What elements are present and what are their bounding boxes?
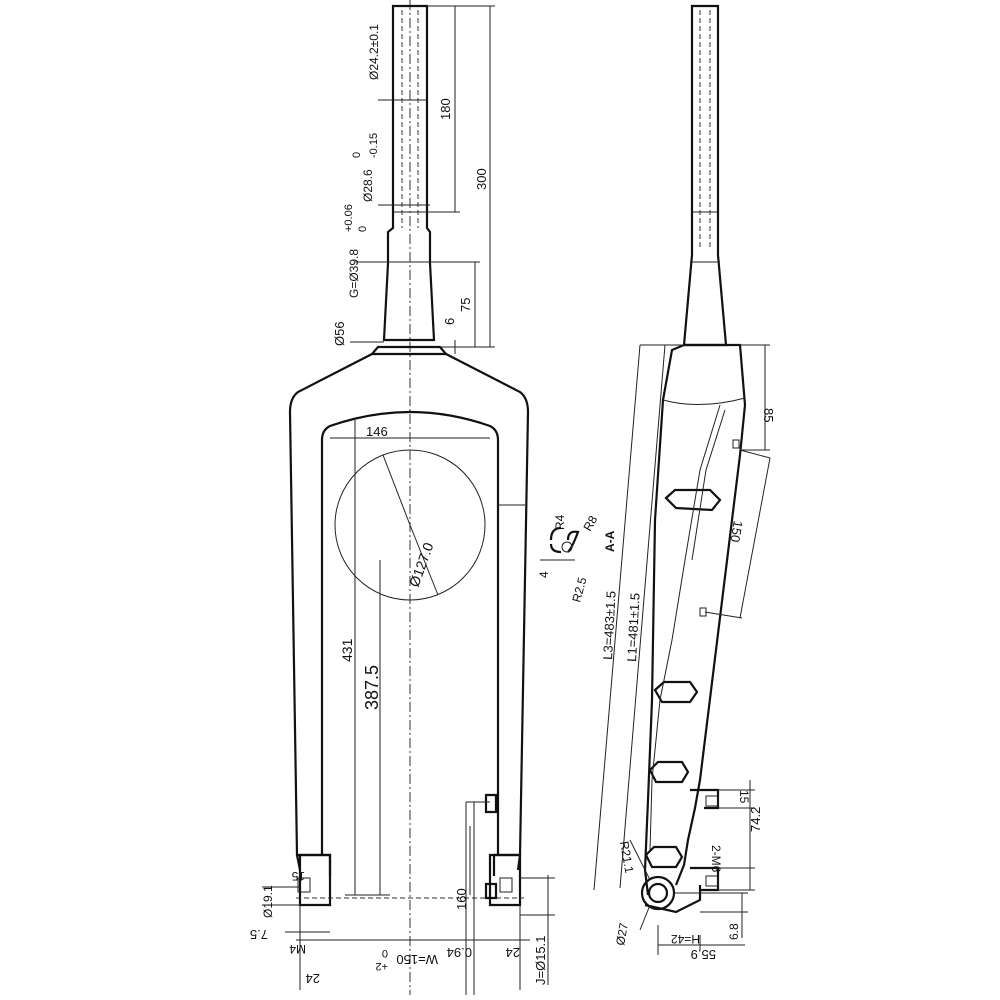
dim-dropout-height: 15 — [291, 869, 305, 883]
dim-steerer-mid-tol-lower: -0.15 — [368, 133, 380, 158]
dim-steerer-top-dia: Ø24.2±0.1 — [367, 24, 381, 80]
dim-taper-len: 75 — [458, 298, 473, 312]
side-cutout-3 — [648, 760, 690, 784]
tire-clearance-circle — [334, 449, 486, 601]
dim-steerer-mid-tol-upper: 0 — [351, 152, 363, 158]
side-cutout-1 — [664, 488, 722, 512]
front-view: Ø24.2±0.1 180 300 Ø28.6 0 -0.15 G=Ø39.8 … — [250, 0, 555, 995]
dim-dropout-depth: 7.5 — [250, 927, 268, 942]
front-steerer-tube — [382, 4, 436, 342]
section-profile — [549, 526, 580, 554]
dim-boss-spacing: 15 — [737, 790, 751, 804]
front-fork-outline — [288, 353, 530, 876]
section-depth: 4 — [537, 571, 551, 578]
dim-axle-dia: J=Ø15.1 — [533, 935, 548, 985]
dim-crown-clearance-width: 146 — [366, 424, 388, 439]
side-dimension-lines — [593, 344, 771, 955]
dim-steerer-mid-dia: Ø28.6 — [361, 169, 375, 202]
dim-steerer-top-len: 180 — [438, 98, 453, 120]
dim-race-height: 6 — [442, 318, 457, 325]
dim-steerer-total-len: 300 — [474, 168, 489, 190]
front-disc-mount — [484, 793, 498, 900]
section-radius-large: R8 — [580, 513, 600, 534]
side-dropout-inner — [647, 882, 669, 904]
side-view: L3=483±1.5 L1=481±1.5 85 150 15 2-M6 74.… — [593, 4, 776, 962]
dim-mount-span: 74.2 — [748, 807, 763, 832]
dim-dropout-boss-width: 24 — [506, 945, 520, 960]
dim-dropout-outer-dia: Ø27 — [613, 921, 631, 946]
dim-mount-thread: 2-M6 — [709, 845, 723, 873]
dim-axle-to-mount: 160 — [454, 888, 469, 910]
dim-dropout-width: 24 — [306, 971, 320, 986]
dim-guide-span: 150 — [727, 519, 746, 543]
side-disc-mount — [690, 788, 720, 892]
dim-length-l3: L3=483±1.5 — [600, 591, 619, 661]
front-dimension-lines — [262, 5, 555, 990]
dim-crown-to-axle-outer: 431 — [339, 638, 355, 662]
side-cutout-4 — [644, 845, 684, 869]
dim-length-l1: L1=481±1.5 — [624, 593, 643, 663]
dim-axle-offset: 6.8 — [727, 923, 741, 940]
front-fork-inner — [320, 410, 500, 855]
dim-crown-to-axle-inner: 387.5 — [362, 665, 382, 710]
dim-axle-height: H=42 — [671, 932, 700, 946]
front-crown-race — [369, 345, 449, 356]
dim-crown-race-tol-lower: 0 — [357, 226, 369, 232]
side-steerer-tube — [682, 4, 728, 347]
dim-crown-dia: Ø56 — [332, 321, 347, 346]
section-radius-small: R4 — [553, 514, 567, 530]
side-cable-route — [649, 404, 721, 851]
side-fork-blade — [643, 343, 747, 896]
section-label: A-A — [603, 530, 617, 552]
dim-crown-race-dia: G=Ø39.8 — [347, 249, 361, 298]
dim-crown-race-tol-upper: +0.06 — [343, 204, 355, 232]
section-detail: A-A R4 R8 R2.5 4 — [537, 513, 617, 604]
dim-hub-spacing: W=150 — [396, 952, 438, 967]
dim-mount-offset: 0.94 — [447, 945, 472, 960]
dim-crown-height: 85 — [761, 408, 776, 422]
section-radius-fillet: R2.5 — [569, 575, 589, 603]
dim-rake: 55.9 — [691, 947, 716, 962]
front-left-dropout — [298, 853, 332, 907]
dim-hub-spacing-tol-lower: 0 — [382, 947, 388, 959]
dim-dropout-radius: R21.1 — [617, 840, 636, 874]
dim-dropout-dia: Ø19.1 — [261, 885, 275, 918]
dim-hub-spacing-tol-upper: +2 — [375, 960, 388, 972]
dim-thread: M4 — [289, 942, 306, 956]
